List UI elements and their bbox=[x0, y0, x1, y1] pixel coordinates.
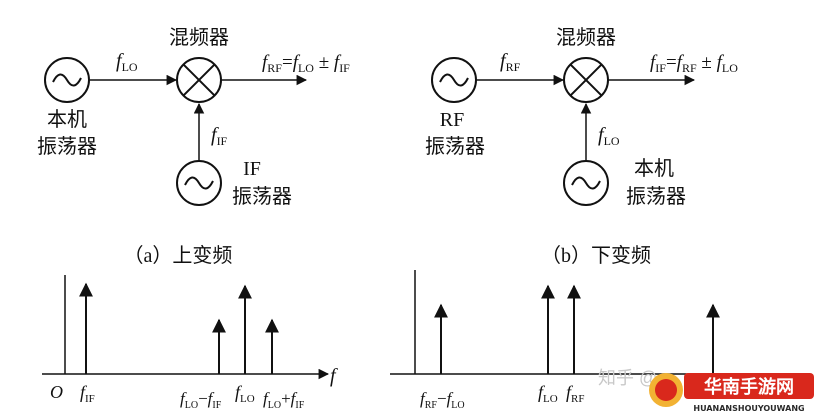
sine-wave-icon bbox=[184, 176, 214, 190]
lo-label-line2: 振荡器 bbox=[37, 135, 97, 158]
mixer-label-b: 混频器 bbox=[556, 26, 616, 49]
mixer-a bbox=[176, 57, 222, 103]
mixer-label-a: 混频器 bbox=[169, 26, 229, 49]
output-frequency-formula-a: fRF=fLO ± fIF bbox=[262, 52, 350, 75]
lo-label-b-line1: 本机 bbox=[634, 157, 674, 180]
spectrum-b: fRF−fLO fLO fRF bbox=[390, 270, 735, 411]
sine-wave-icon bbox=[52, 73, 82, 87]
sine-wave-icon bbox=[571, 176, 601, 190]
spectrum-a: f O fIF fLO−fIF fLO fLO+fIF bbox=[42, 275, 338, 411]
if-frequency-label: fIF bbox=[211, 124, 228, 148]
downconversion-diagram: RF 振荡器 fRF 混频器 fIF=fRF ± fLO fLO 本机 振荡器 … bbox=[425, 26, 738, 267]
tick-rf-minus-lo: fRF−fLO bbox=[420, 389, 465, 411]
lo-frequency-label: fLO bbox=[116, 50, 138, 74]
zhihu-watermark: 知乎 @ bbox=[598, 368, 657, 388]
tick-if: fIF bbox=[80, 382, 95, 405]
sine-wave-icon bbox=[439, 73, 469, 87]
lo-oscillator-b bbox=[563, 160, 609, 206]
tick-lo-minus-if: fLO−fIF bbox=[180, 389, 222, 411]
tick-lo-plus-if: fLO+fIF bbox=[263, 389, 305, 411]
logo-title: 华南手游网 bbox=[704, 376, 794, 398]
if-label-line2: 振荡器 bbox=[232, 185, 292, 208]
site-logo: 华南手游网 HUANANSHOUYOUWANG bbox=[649, 373, 814, 413]
rf-oscillator bbox=[431, 57, 477, 103]
spectrum-a-axis-label: f bbox=[330, 365, 338, 387]
logo-banner bbox=[684, 373, 814, 399]
tick-rf: fRF bbox=[566, 382, 584, 405]
mixer-b bbox=[563, 57, 609, 103]
logo-subtitle: HUANANSHOUYOUWANG bbox=[693, 404, 804, 413]
lo-frequency-label-b: fLO bbox=[598, 124, 620, 148]
lo-oscillator-a bbox=[44, 57, 90, 103]
if-oscillator bbox=[176, 160, 222, 206]
lo-label-line1: 本机 bbox=[47, 108, 87, 131]
caption-b: （b）下变频 bbox=[541, 244, 651, 267]
tick-lo-b: fLO bbox=[538, 382, 558, 405]
upconversion-diagram: 本机 振荡器 fLO 混频器 fRF=fLO ± fIF fIF IF 振荡器 … bbox=[37, 26, 350, 267]
output-frequency-formula-b: fIF=fRF ± fLO bbox=[650, 52, 738, 75]
spectrum-a-origin: O bbox=[50, 382, 63, 402]
tick-lo: fLO bbox=[235, 382, 255, 405]
lo-label-b-line2: 振荡器 bbox=[626, 185, 686, 208]
if-label-line1: IF bbox=[243, 158, 261, 180]
rf-frequency-label: fRF bbox=[500, 50, 521, 74]
caption-a: （a）上变频 bbox=[124, 244, 233, 267]
rf-label-line2: 振荡器 bbox=[425, 135, 485, 158]
rf-label-line1: RF bbox=[440, 109, 464, 131]
